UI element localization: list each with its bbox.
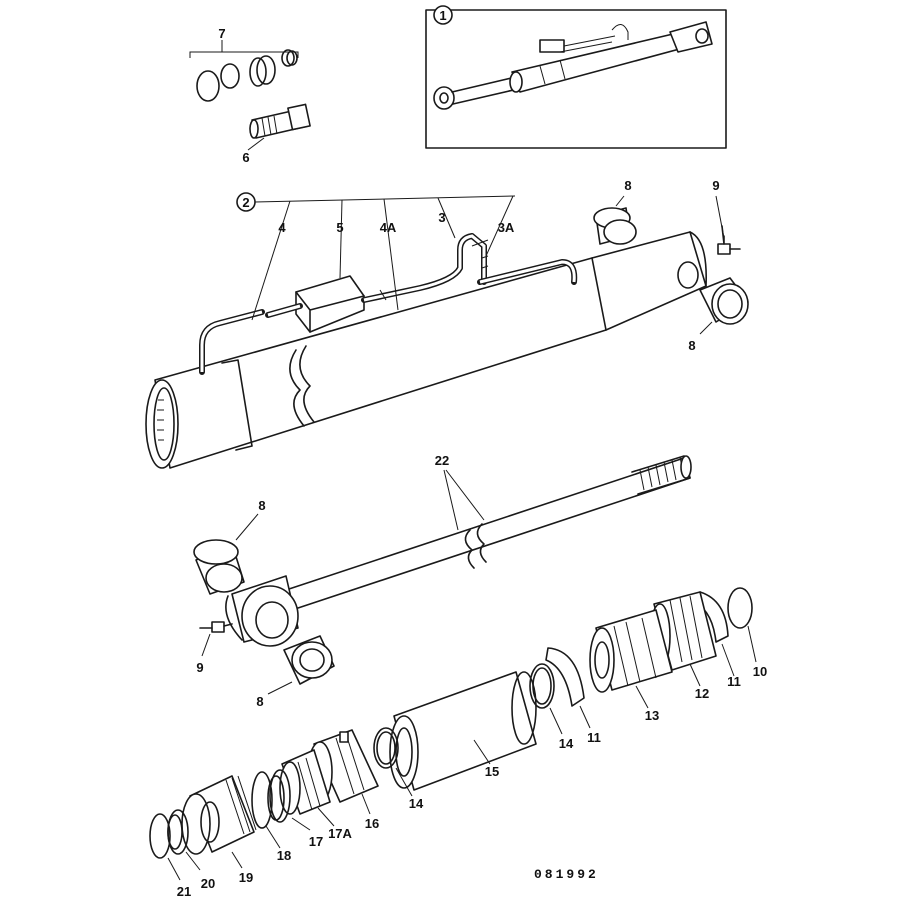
bush-8-upper: 8 [593,178,637,245]
gland-nut-19: 19 [181,775,257,885]
label-18: 18 [277,848,291,863]
label-17a: 17A [328,826,352,841]
label-15: 15 [485,764,499,779]
piston-rod: 22 [225,453,692,647]
label-6: 6 [242,150,249,165]
label-9-upper: 9 [712,178,719,193]
inset-assembled-cylinder: 1 [425,5,727,149]
bush-8-rod-upper: 8 [193,498,266,595]
spacer-tube-15: 15 [389,671,537,791]
label-19: 19 [239,870,253,885]
callout-circle-1 [433,5,453,25]
circlip-21: 21 [149,813,191,899]
o-ring-18: 18 [251,771,291,863]
label-9-lower: 9 [196,660,203,675]
label-20: 20 [201,876,215,891]
label-2: 2 [242,195,249,210]
label-8-rod-lower: 8 [256,694,263,709]
label-4: 4 [278,220,286,235]
label-7: 7 [218,26,225,41]
cylinder-barrel [145,231,707,469]
seal-17: 17 [267,769,323,849]
label-1: 1 [439,8,446,23]
label-14-left: 14 [409,796,424,811]
label-3a: 3A [498,220,515,235]
label-13: 13 [645,708,659,723]
label-3: 3 [438,210,445,225]
label-4a: 4A [380,220,397,235]
label-5: 5 [336,220,343,235]
bush-8-rod-lower: 8 [256,635,335,709]
wiper-20: 20 [167,809,215,891]
o-ring-14-left: 14 [373,727,424,811]
label-8-barrel: 8 [688,338,695,353]
wear-ring-11-left: 11 [545,647,601,745]
label-11-left: 11 [587,730,601,745]
piston-13: 13 [589,609,673,723]
check-valve-6: 6 [242,103,311,165]
label-21: 21 [177,884,191,899]
grease-nipple-9-lower: 9 [196,621,233,675]
grease-nipple-9-upper: 9 [712,178,741,255]
label-10: 10 [753,664,767,679]
label-8-rod-upper: 8 [258,498,265,513]
label-22: 22 [435,453,449,468]
drawing-number: 081992 [534,867,599,882]
label-16: 16 [365,816,379,831]
seal-kit-7: 7 [189,26,299,102]
bush-8-barrel-side: 8 [688,277,749,353]
label-11-right: 11 [727,674,741,689]
label-14-right: 14 [559,736,574,751]
label-17: 17 [309,834,323,849]
label-8-upper: 8 [624,178,631,193]
callout-group-2: 2 4 5 4A 3 3A [236,192,516,321]
ring-10: 10 [727,587,767,679]
label-12: 12 [695,686,709,701]
